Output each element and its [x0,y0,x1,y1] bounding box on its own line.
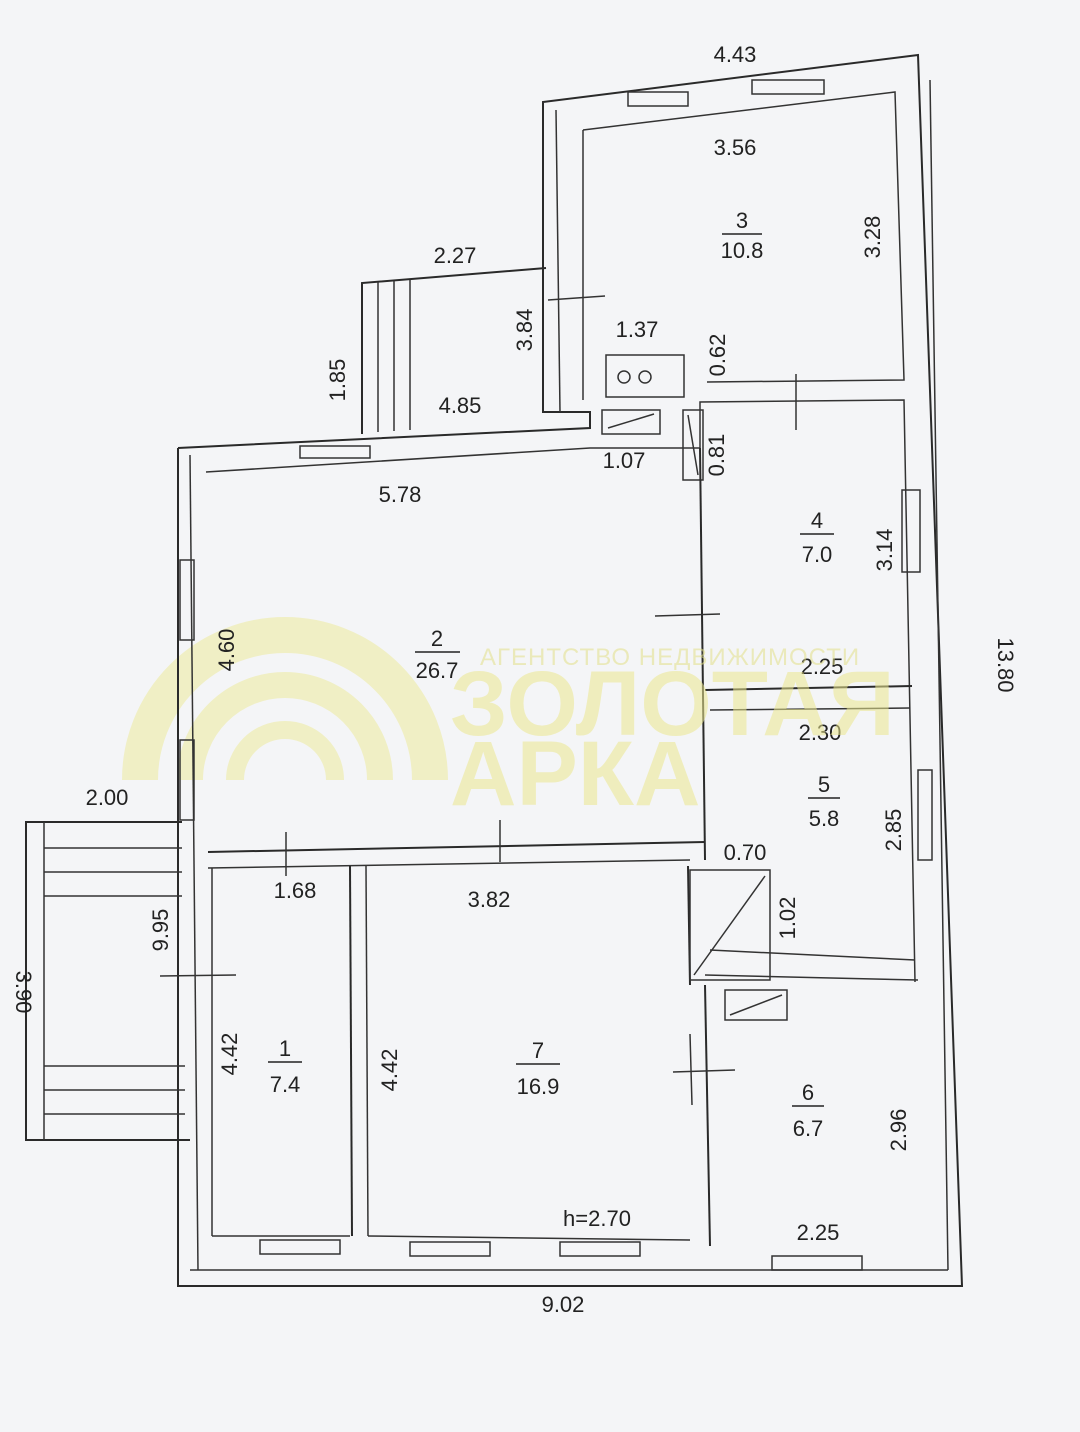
outer-walls [177,53,964,1287]
dim-room4-width: 2.25 [801,654,844,679]
dim-porch-bottom: 4.85 [439,393,482,418]
windows [179,79,933,1271]
room-3-label: 3 10.8 [721,208,764,263]
dim-chimney-side: 0.81 [704,434,729,477]
dim-room6-width: 2.25 [797,1220,840,1245]
dim-room1-width: 1.68 [274,878,317,903]
dim-total-height: 13.80 [993,637,1018,692]
dim-room1-height: 4.42 [217,1033,242,1076]
room-number: 2 [431,626,443,651]
watermark-agency: АГЕНТСТВО НЕДВИЖИМОСТИ [480,644,860,671]
terrace [25,821,190,1141]
room-number: 5 [818,772,830,797]
dim-room5-height: 2.85 [881,809,906,852]
dim-terrace-height: 3.90 [11,971,36,1014]
room-1-label: 1 7.4 [268,1036,302,1097]
room-4-label: 4 7.0 [800,508,834,567]
room-number: 7 [532,1038,544,1063]
dim-top-width: 4.43 [714,42,757,67]
room-2-label: 2 26.7 [415,626,460,683]
room-6-label: 6 6.7 [792,1080,824,1141]
room-number: 4 [811,508,823,533]
room-area: 6.7 [793,1116,824,1141]
room-number: 1 [279,1036,291,1061]
dim-room5-width: 2.30 [799,720,842,745]
dim-room2-height: 4.60 [214,629,239,672]
room-area: 7.4 [270,1072,301,1097]
dim-room4-height: 3.14 [872,529,897,572]
dim-terrace-width: 2.00 [86,785,129,810]
dim-ceiling-height: h=2.70 [563,1206,631,1231]
room-area: 5.8 [809,806,840,831]
dim-room7-width: 3.82 [468,887,511,912]
watermark-name-line1: ЗОЛОТАЯ [450,653,895,755]
room-area: 16.9 [517,1074,560,1099]
stove [601,354,704,481]
room-area: 10.8 [721,238,764,263]
dim-chimney-width: 1.07 [603,448,646,473]
room-7-label: 7 16.9 [516,1038,560,1099]
dim-stove-side: 0.62 [705,334,730,377]
dim-porch-height: 1.85 [325,359,350,402]
dim-corridor-height: 1.02 [775,897,800,940]
interior-walls [159,374,919,1247]
dim-corridor-width: 0.70 [724,840,767,865]
room-area: 26.7 [416,658,459,683]
room-area: 7.0 [802,542,833,567]
dim-room6-height: 2.96 [886,1109,911,1152]
watermark-logo-icon [122,617,448,781]
dim-room7-height: 4.42 [377,1049,402,1092]
room-5-label: 5 5.8 [808,772,840,831]
watermark: АГЕНТСТВО НЕДВИЖИМОСТИ ЗОЛОТАЯ АРКА [450,644,895,825]
dim-room3-width: 3.56 [714,135,757,160]
dim-stove-width: 1.37 [616,317,659,342]
room-number: 3 [736,208,748,233]
watermark-name-line2: АРКА [450,723,700,825]
dim-room2-width: 5.78 [379,482,422,507]
dim-porch-top-width: 2.27 [434,243,477,268]
porch [361,267,606,434]
dimension-labels: 4.43 3.56 3.28 2.27 1.85 3.84 4.85 1.37 … [11,42,1018,1317]
dim-left-height: 9.95 [148,909,173,952]
dim-total-width: 9.02 [542,1292,585,1317]
dim-room3-height: 3.28 [860,216,885,259]
room-number: 6 [802,1080,814,1105]
dim-porch-left: 3.84 [512,309,537,352]
